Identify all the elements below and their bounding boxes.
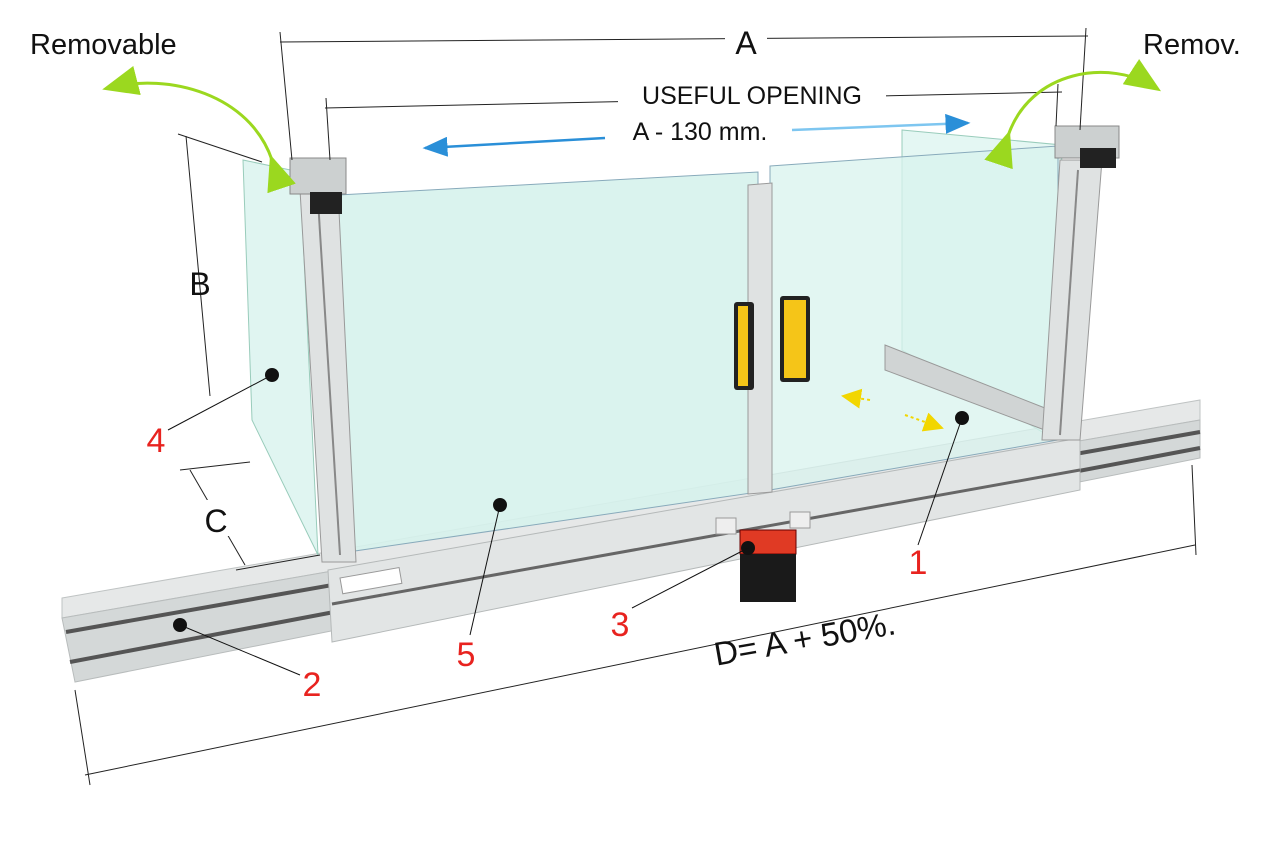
callout-1: 1 — [909, 411, 969, 582]
useful-opening-label: USEFUL OPENING — [642, 82, 862, 110]
dimension-b-label: B — [189, 266, 210, 302]
slide-arrow-icon — [904, 412, 944, 432]
slide-arrow-icon — [841, 388, 871, 409]
door-handle-right — [780, 296, 810, 382]
dimension-d-label: D= A + 50%. — [711, 604, 898, 672]
center-post — [747, 182, 773, 495]
fixed-glass-panel — [337, 171, 759, 553]
removable-right-label: Remov. — [1143, 29, 1241, 61]
sliding-glass-door — [769, 145, 1059, 491]
removable-right-arrow-icon — [984, 59, 1162, 170]
svg-text:1: 1 — [909, 544, 928, 582]
callout-5: 5 — [457, 498, 507, 674]
removable-left-arrow-icon — [102, 65, 296, 194]
safety-switch — [715, 511, 811, 602]
callout-4: 4 — [147, 368, 279, 460]
opening-arrow-right-icon — [791, 113, 971, 134]
dimension-c-label: C — [204, 503, 227, 539]
svg-text:2: 2 — [303, 666, 322, 704]
opening-arrow-left-icon — [422, 136, 606, 157]
dimension-useful-opening: USEFUL OPENING A - 130 mm. — [324, 80, 1063, 161]
svg-text:5: 5 — [457, 636, 476, 674]
dimension-c: C — [179, 461, 321, 571]
useful-opening-value: A - 130 mm. — [633, 118, 768, 146]
callout-2: 2 — [173, 618, 321, 704]
svg-text:3: 3 — [611, 606, 630, 644]
svg-text:4: 4 — [147, 422, 166, 460]
door-handle-left — [734, 302, 754, 390]
dimension-a-label: A — [735, 25, 757, 61]
callout-3: 3 — [611, 541, 755, 644]
left-post — [289, 157, 357, 563]
removable-left-label: Removable — [30, 29, 177, 61]
guard-base-frame — [327, 437, 1081, 643]
